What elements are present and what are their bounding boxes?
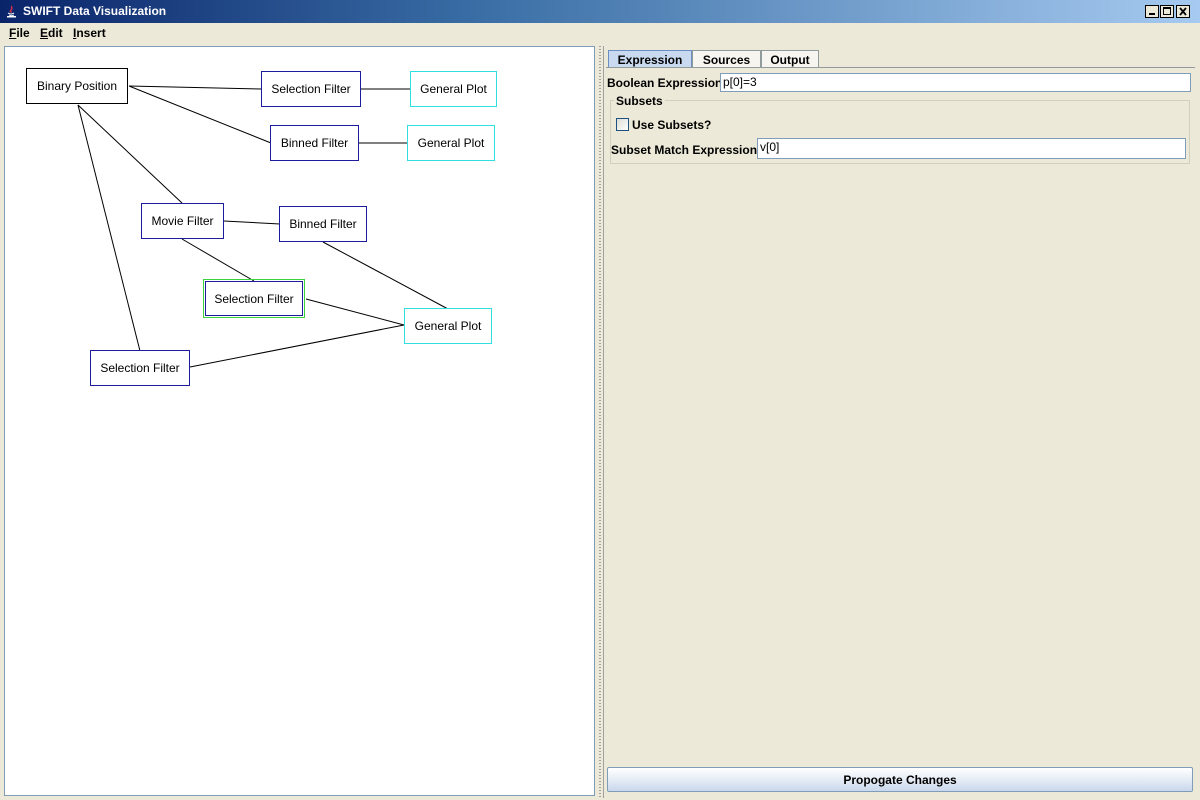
java-app-icon <box>7 5 16 18</box>
boolean-expression-label: Boolean Expression <box>607 76 723 90</box>
node-general-plot[interactable]: General Plot <box>407 125 495 161</box>
boolean-expression-field[interactable]: p[0]=3 <box>720 73 1191 92</box>
menu-edit[interactable]: Edit <box>40 26 63 40</box>
node-movie-filter[interactable]: Movie Filter <box>141 203 224 239</box>
edge-selection-filter-bottom-general-plot-center <box>189 324 405 368</box>
edge-movie-filter-binned-filter <box>223 220 281 225</box>
close-icon <box>1179 7 1187 16</box>
menu-insert[interactable]: Insert <box>73 26 106 40</box>
node-selection-filter[interactable]: Selection Filter <box>90 350 190 386</box>
node-general-plot[interactable]: General Plot <box>404 308 492 344</box>
menu-bar: File Edit Insert <box>0 23 1200 45</box>
menu-insert-mnemonic: I <box>73 26 77 40</box>
use-subsets-label: Use Subsets? <box>632 118 712 132</box>
tab-sources[interactable]: Sources <box>692 50 761 68</box>
node-binned-filter[interactable]: Binned Filter <box>270 125 359 161</box>
menu-insert-rest: nsert <box>76 26 106 40</box>
menu-edit-mnemonic: E <box>40 26 49 40</box>
propagate-changes-button[interactable]: Propogate Changes <box>607 767 1193 792</box>
minimize-button[interactable] <box>1145 5 1159 18</box>
edge-binned-filter-general-plot-center <box>322 241 449 310</box>
node-binary-position[interactable]: Binary Position <box>26 68 128 104</box>
close-button[interactable] <box>1176 5 1190 18</box>
edge-binary-position-binned-filter <box>128 85 272 144</box>
subset-match-expression-label: Subset Match Expression <box>611 143 758 157</box>
splitter-grip <box>599 46 601 798</box>
title-bar: SWIFT Data Visualization <box>0 0 1200 23</box>
subsets-group <box>610 100 1190 164</box>
graph-edges <box>77 85 449 368</box>
menu-file-rest: ile <box>16 26 30 40</box>
subset-match-expression-field[interactable]: v[0] <box>757 138 1186 159</box>
subsets-group-title: Subsets <box>614 94 665 108</box>
node-binned-filter[interactable]: Binned Filter <box>279 206 367 242</box>
node-general-plot[interactable]: General Plot <box>410 71 497 107</box>
tab-content-border <box>606 67 1195 68</box>
tab-expression[interactable]: Expression <box>608 50 692 68</box>
edge-binary-position-selection-filter-bottom <box>77 104 141 352</box>
maximize-button[interactable] <box>1160 5 1174 18</box>
use-subsets-checkbox[interactable] <box>616 118 629 131</box>
menu-file[interactable]: File <box>9 26 30 40</box>
edge-binary-position-selection-filter <box>128 85 263 90</box>
graph-canvas[interactable]: Binary Position Selection Filter General… <box>4 46 595 796</box>
minimize-icon <box>1149 13 1155 15</box>
menu-file-mnemonic: F <box>9 26 17 40</box>
maximize-icon <box>1163 7 1171 15</box>
edge-selection-filter-general-plot-center <box>305 298 405 326</box>
node-selection-filter[interactable]: Selection Filter <box>261 71 361 107</box>
tab-output[interactable]: Output <box>761 50 819 68</box>
split-pane-divider[interactable] <box>597 46 603 798</box>
edge-binary-position-movie-filter <box>77 104 183 204</box>
edge-movie-filter-selection-filter <box>181 238 255 282</box>
window-title: SWIFT Data Visualization <box>23 4 167 18</box>
menu-edit-rest: dit <box>48 26 63 40</box>
node-selection-filter-selected[interactable]: Selection Filter <box>203 279 305 318</box>
properties-panel <box>603 46 1197 798</box>
